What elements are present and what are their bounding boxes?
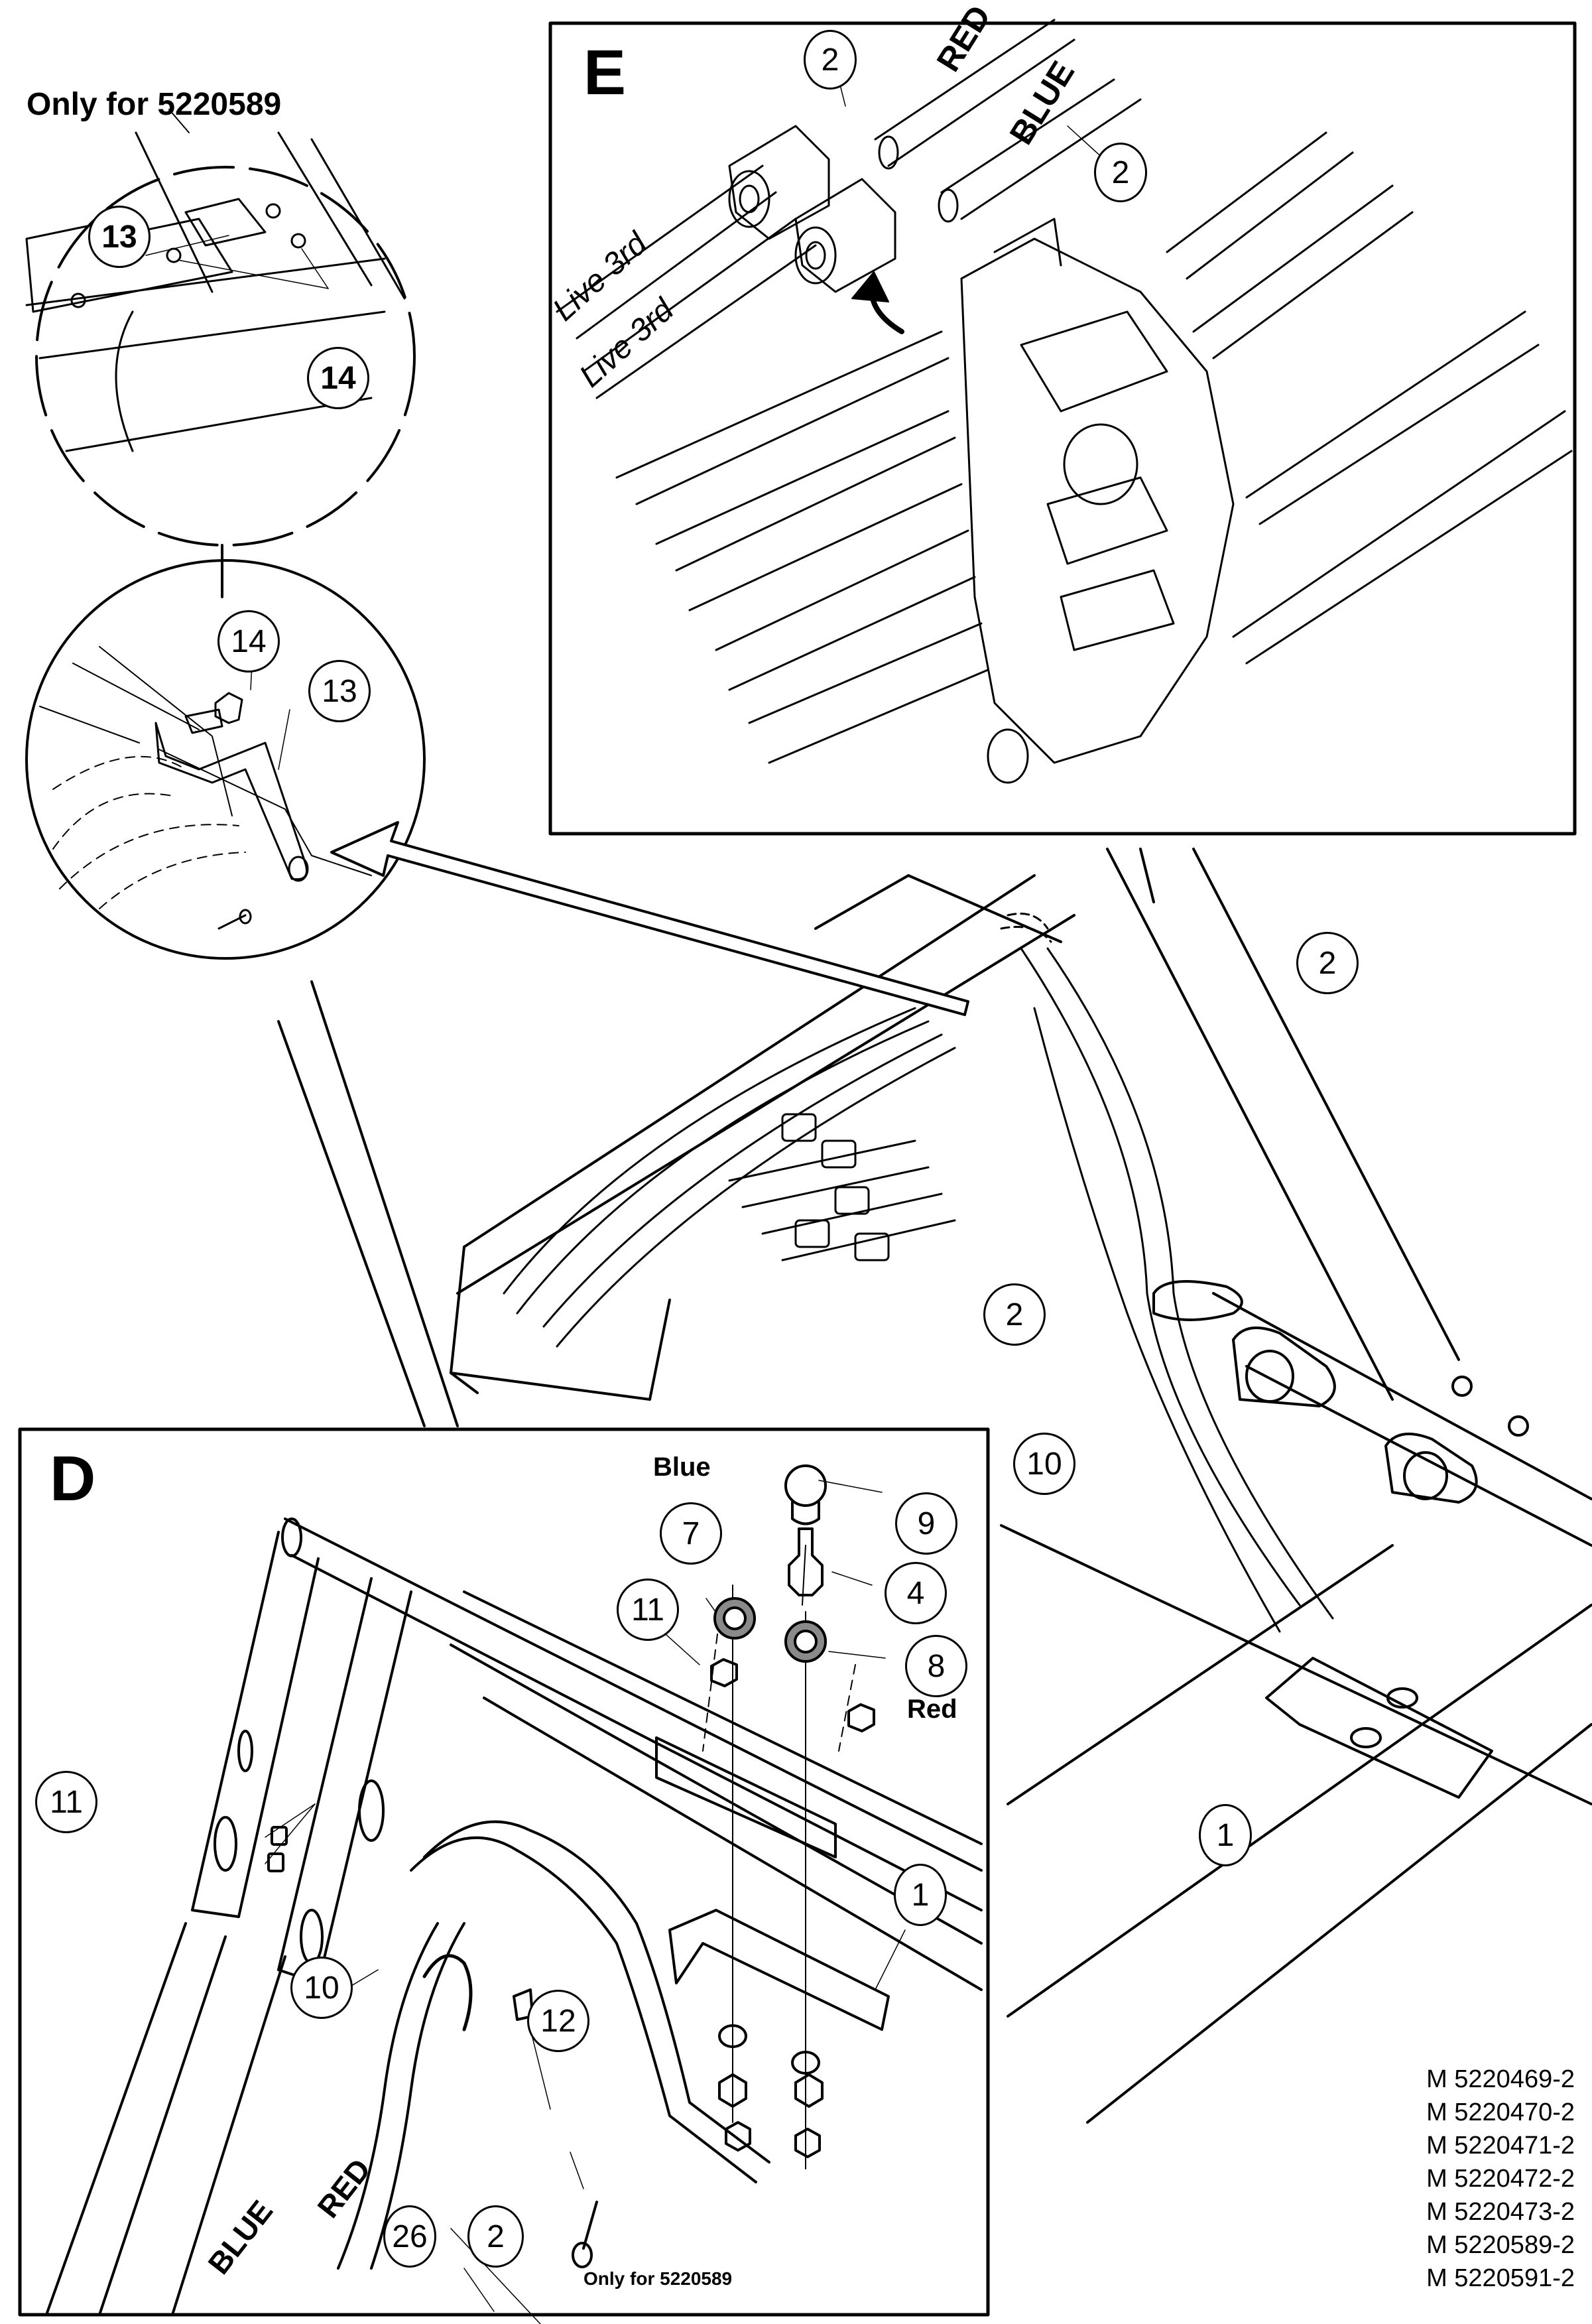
model-number: M 5220473-2 — [1426, 2198, 1575, 2226]
detail-circle-mid — [25, 559, 426, 960]
callout-14-top: 14 — [307, 347, 369, 409]
callout-10-d: 10 — [290, 1957, 353, 2019]
callout-2-main-lower: 2 — [983, 1283, 1046, 1346]
callout-14-mid: 14 — [217, 610, 280, 673]
note-only-for-top: Only for 5220589 — [27, 87, 282, 122]
callout-2-main-upper: 2 — [1296, 932, 1359, 994]
detail-circle-top — [25, 109, 416, 547]
callout-7-d: 7 — [660, 1502, 722, 1565]
model-number: M 5220469-2 — [1426, 2065, 1575, 2093]
fitting-parts-d — [710, 1464, 875, 1732]
note-only-for-bottom: Only for 5220589 — [583, 2268, 733, 2289]
callout-2-e-right: 2 — [1094, 143, 1147, 202]
callout-9-d: 9 — [895, 1492, 957, 1555]
callout-11-d-top: 11 — [617, 1579, 679, 1641]
callout-10-main: 10 — [1013, 1433, 1075, 1495]
callout-13-top: 13 — [88, 206, 151, 268]
model-number: M 5220589-2 — [1426, 2231, 1575, 2259]
callout-1-d: 1 — [894, 1864, 947, 1926]
model-number: M 5220471-2 — [1426, 2132, 1575, 2160]
panel-e-letter: E — [583, 37, 627, 108]
callout-4-d: 4 — [885, 1562, 947, 1624]
callout-8-d: 8 — [905, 1635, 967, 1697]
detail-pointer-arrow — [330, 821, 969, 1016]
panel-e-drawing — [556, 19, 1573, 784]
panel-d-letter: D — [50, 1443, 96, 1514]
model-number-list: M 5220469-2 M 5220470-2 M 5220471-2 M 52… — [1426, 2063, 1575, 2295]
callout-12-d: 12 — [527, 1990, 589, 2052]
model-number: M 5220472-2 — [1426, 2165, 1575, 2193]
callout-11-d-left: 11 — [35, 1771, 97, 1833]
callout-2-e-top: 2 — [804, 30, 857, 90]
panel-e-frame — [548, 21, 1577, 836]
main-frame — [277, 848, 1592, 2124]
callout-13-mid: 13 — [308, 660, 371, 722]
label-blue-d: Blue — [653, 1452, 711, 1482]
model-number: M 5220470-2 — [1426, 2098, 1575, 2126]
callout-1-main: 1 — [1199, 1804, 1252, 1866]
model-number: M 5220591-2 — [1426, 2264, 1575, 2292]
callout-2-d: 2 — [467, 2205, 524, 2268]
hose-bundle-main — [503, 947, 1334, 1633]
panel-d-drawing — [45, 1517, 983, 2316]
label-red-d: Red — [907, 1695, 957, 1724]
callout-26-d: 26 — [383, 2205, 436, 2268]
panel-d-frame — [18, 1427, 990, 2317]
